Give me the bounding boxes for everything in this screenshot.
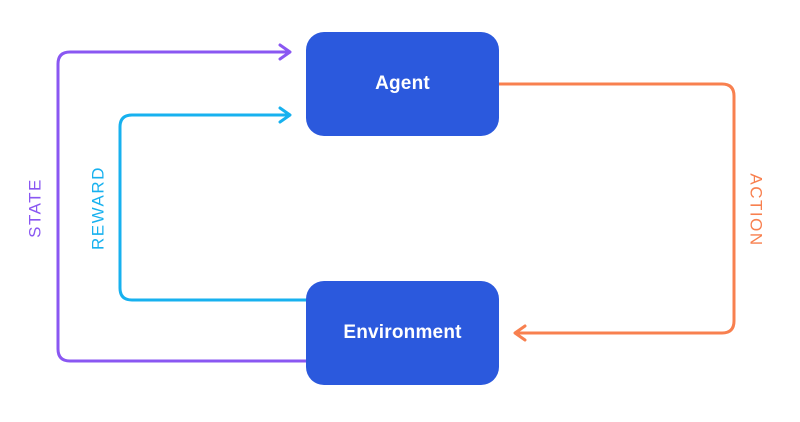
agent-node: Agent bbox=[306, 32, 499, 136]
state-label: STATE bbox=[25, 178, 45, 238]
agent-label: Agent bbox=[375, 73, 430, 94]
state-arrowhead bbox=[278, 43, 292, 61]
action-connector bbox=[497, 82, 736, 335]
state-connector bbox=[56, 50, 308, 363]
reward-arrowhead bbox=[278, 106, 292, 124]
action-label: ACTION bbox=[746, 173, 766, 247]
reward-connector bbox=[118, 113, 308, 302]
action-arrowhead bbox=[513, 324, 527, 342]
reward-label: REWARD bbox=[88, 166, 108, 250]
environment-label: Environment bbox=[343, 322, 462, 343]
environment-node: Environment bbox=[306, 281, 499, 385]
